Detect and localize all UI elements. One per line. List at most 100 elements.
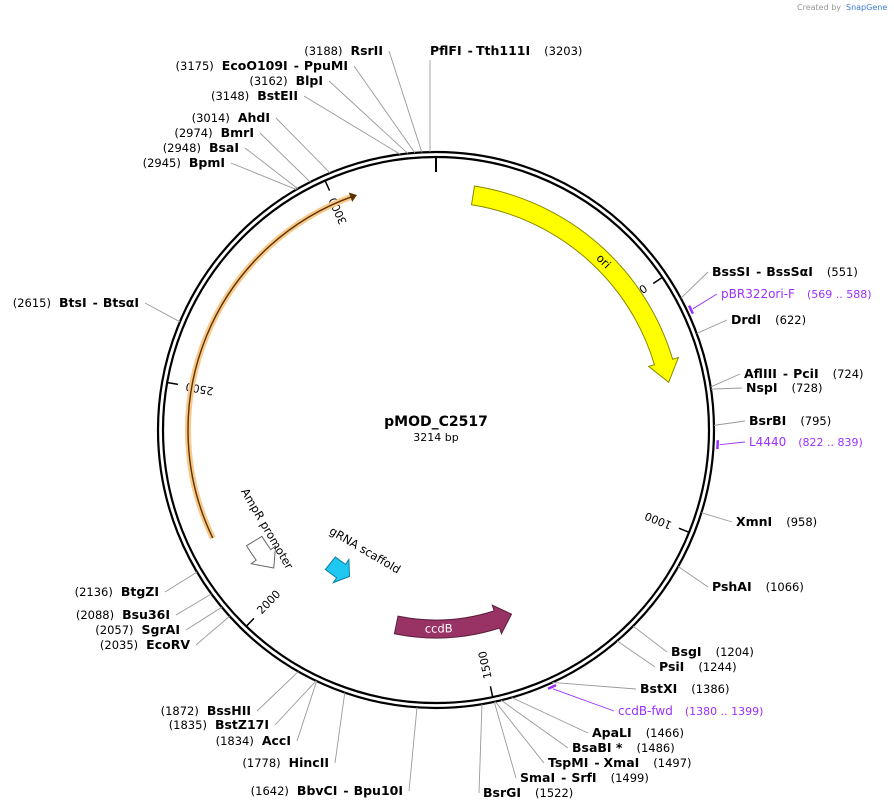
site-label: SmaI-SrfI(1499) bbox=[520, 770, 649, 785]
site-name2: Bpu10I bbox=[354, 783, 403, 798]
site-blpi[interactable]: (3162)BlpI bbox=[249, 73, 409, 154]
site-leader-line bbox=[696, 319, 728, 334]
site-bsshii[interactable]: (1872)BssHII bbox=[161, 671, 299, 718]
site-tspmi[interactable]: TspMI-XmaI(1497) bbox=[494, 701, 692, 770]
site-name: BpmI bbox=[189, 155, 225, 170]
site-apali[interactable]: ApaLI(1466) bbox=[511, 697, 684, 740]
feature-ampR-line[interactable] bbox=[185, 192, 357, 540]
site-bbvci[interactable]: (1642)BbvCI-Bpu10I bbox=[251, 707, 418, 798]
tick-label: 2000 bbox=[254, 588, 283, 617]
site-name2: PciI bbox=[793, 366, 819, 381]
site-name: SmaI bbox=[520, 770, 555, 785]
site-name2: Tth111I bbox=[476, 43, 530, 58]
site-xmni[interactable]: XmnI(958) bbox=[701, 512, 817, 529]
site-leader-line bbox=[144, 302, 181, 323]
site-bstz17i[interactable]: (1835)BstZ17I bbox=[169, 680, 317, 732]
primer-pbr322orif[interactable]: pBR322ori-F(569 .. 588) bbox=[687, 287, 872, 315]
site-bsai[interactable]: (2948)BsaI bbox=[163, 140, 299, 190]
site-bmri[interactable]: (2974)BmrI bbox=[174, 125, 311, 183]
primer-l4440[interactable]: L4440(822 .. 839) bbox=[716, 435, 863, 450]
feature-ori[interactable]: ori bbox=[470, 185, 680, 384]
site-name: XmnI bbox=[736, 514, 772, 529]
site-btgzi[interactable]: (2136)BtgZI bbox=[75, 571, 198, 599]
site-position: (1522) bbox=[535, 786, 573, 800]
site-position: (724) bbox=[833, 367, 864, 381]
site-name: AhdI bbox=[238, 110, 270, 125]
site-label: BstXI(1386) bbox=[640, 681, 729, 696]
site-btsi[interactable]: (2615)BtsI-BtsαI bbox=[13, 295, 181, 323]
site-name2: SrfI bbox=[571, 770, 596, 785]
site-rsrii[interactable]: (3188)RsrII bbox=[304, 43, 423, 153]
site-leader-line bbox=[328, 80, 409, 154]
site-label: (3014)AhdI bbox=[192, 110, 270, 125]
site-leader-line bbox=[303, 95, 401, 155]
site-ecoo109i[interactable]: (3175)EcoO109I-PpuMI bbox=[176, 58, 416, 154]
site-label: (2945)BpmI bbox=[143, 155, 225, 170]
site-pshai[interactable]: PshAI(1066) bbox=[677, 566, 804, 594]
site-leader-line bbox=[353, 65, 416, 154]
site-bpmi[interactable]: (2945)BpmI bbox=[143, 155, 297, 190]
site-afliii[interactable]: AflIII-PciI(724) bbox=[710, 366, 864, 388]
site-bsabi[interactable]: BsaBI *(1486) bbox=[500, 699, 675, 755]
site-leader-line bbox=[256, 671, 299, 712]
site-label: BsrBI (795) bbox=[749, 413, 831, 428]
site-leader-line bbox=[478, 704, 483, 794]
ccdB-arrow bbox=[393, 604, 513, 639]
site-bsgi[interactable]: BsgI(1204) bbox=[632, 625, 754, 659]
site-bsrgi[interactable]: BsrGI(1522) bbox=[478, 704, 573, 800]
snapgene-brand: Created by SnapGene bbox=[797, 3, 887, 12]
site-bsu36i[interactable]: (2088)Bsu36I bbox=[76, 593, 212, 622]
primer-mark bbox=[687, 305, 695, 315]
site-label: BsgI(1204) bbox=[671, 644, 754, 659]
site-bsteii[interactable]: (3148)BstEII bbox=[211, 88, 401, 155]
site-leader-line bbox=[677, 566, 709, 588]
primer-label: L4440(822 .. 839) bbox=[749, 435, 863, 449]
primer-leader-line bbox=[719, 441, 746, 446]
site-position: (1642) bbox=[251, 784, 289, 798]
feature-gRNA[interactable]: gRNA scaffold bbox=[324, 524, 403, 584]
site-leader-line bbox=[230, 162, 297, 190]
site-name: BsrBI bbox=[749, 413, 786, 428]
site-drdi[interactable]: DrdI(622) bbox=[696, 312, 806, 334]
site-position: (795) bbox=[800, 414, 831, 428]
feature-ccdB[interactable]: ccdB bbox=[393, 604, 513, 639]
site-ahdi[interactable]: (3014)AhdI bbox=[192, 110, 331, 174]
site-bsrbi[interactable]: BsrBI (795) bbox=[713, 413, 831, 428]
site-name: SgrAI bbox=[142, 622, 180, 637]
site-position: (2088) bbox=[76, 608, 114, 622]
site-smai[interactable]: SmaI-SrfI(1499) bbox=[493, 701, 649, 785]
site-name: BsaBI * bbox=[572, 740, 623, 755]
site-hincii[interactable]: (1778)HincII bbox=[242, 692, 346, 770]
site-leader-line bbox=[552, 682, 637, 690]
site-name2: BssSαI bbox=[766, 264, 813, 279]
site-position: (728) bbox=[792, 381, 823, 395]
site-label: (1778)HincII bbox=[242, 755, 329, 770]
site-leader-line bbox=[164, 571, 198, 593]
AmpR-promoter-arrow bbox=[245, 535, 277, 569]
site-label: (1835)BstZ17I bbox=[169, 717, 269, 732]
site-bsssi[interactable]: BssSI-BssSαI(551) bbox=[680, 264, 858, 299]
site-leader-line bbox=[493, 701, 517, 779]
tick-mark bbox=[489, 686, 494, 698]
site-ecorv[interactable]: (2035)EcoRV bbox=[100, 615, 230, 652]
site-leader-line bbox=[259, 132, 311, 183]
feature-AmpR-promoter[interactable]: AmpR promoter bbox=[238, 486, 296, 572]
site-sgrai[interactable]: (2057)SgrAI bbox=[95, 606, 223, 637]
plasmid-length: 3214 bp bbox=[413, 431, 458, 444]
site-name: ApaLI bbox=[592, 725, 632, 740]
site-leader-line bbox=[710, 387, 743, 390]
site-leader-line bbox=[408, 707, 418, 792]
site-bstxi[interactable]: BstXI(1386) bbox=[552, 681, 729, 696]
site-position: (1835) bbox=[169, 718, 207, 732]
site-leader-line bbox=[701, 512, 733, 523]
site-position: (1204) bbox=[716, 645, 754, 659]
site-name: RsrII bbox=[350, 43, 383, 58]
primer-leader-line bbox=[552, 688, 615, 712]
site-pflfi[interactable]: PflFI-Tth111I(3203) bbox=[429, 43, 582, 153]
site-label: (3188)RsrII bbox=[304, 43, 383, 58]
site-acci[interactable]: (1834)AccI bbox=[216, 680, 318, 748]
primer-ccdbfwd[interactable]: ccdB-fwd(1380 .. 1399) bbox=[547, 684, 763, 718]
site-nspi[interactable]: NspI(728) bbox=[710, 380, 823, 395]
site-psii[interactable]: PsiI(1244) bbox=[616, 640, 737, 674]
site-leader-line bbox=[274, 680, 317, 726]
